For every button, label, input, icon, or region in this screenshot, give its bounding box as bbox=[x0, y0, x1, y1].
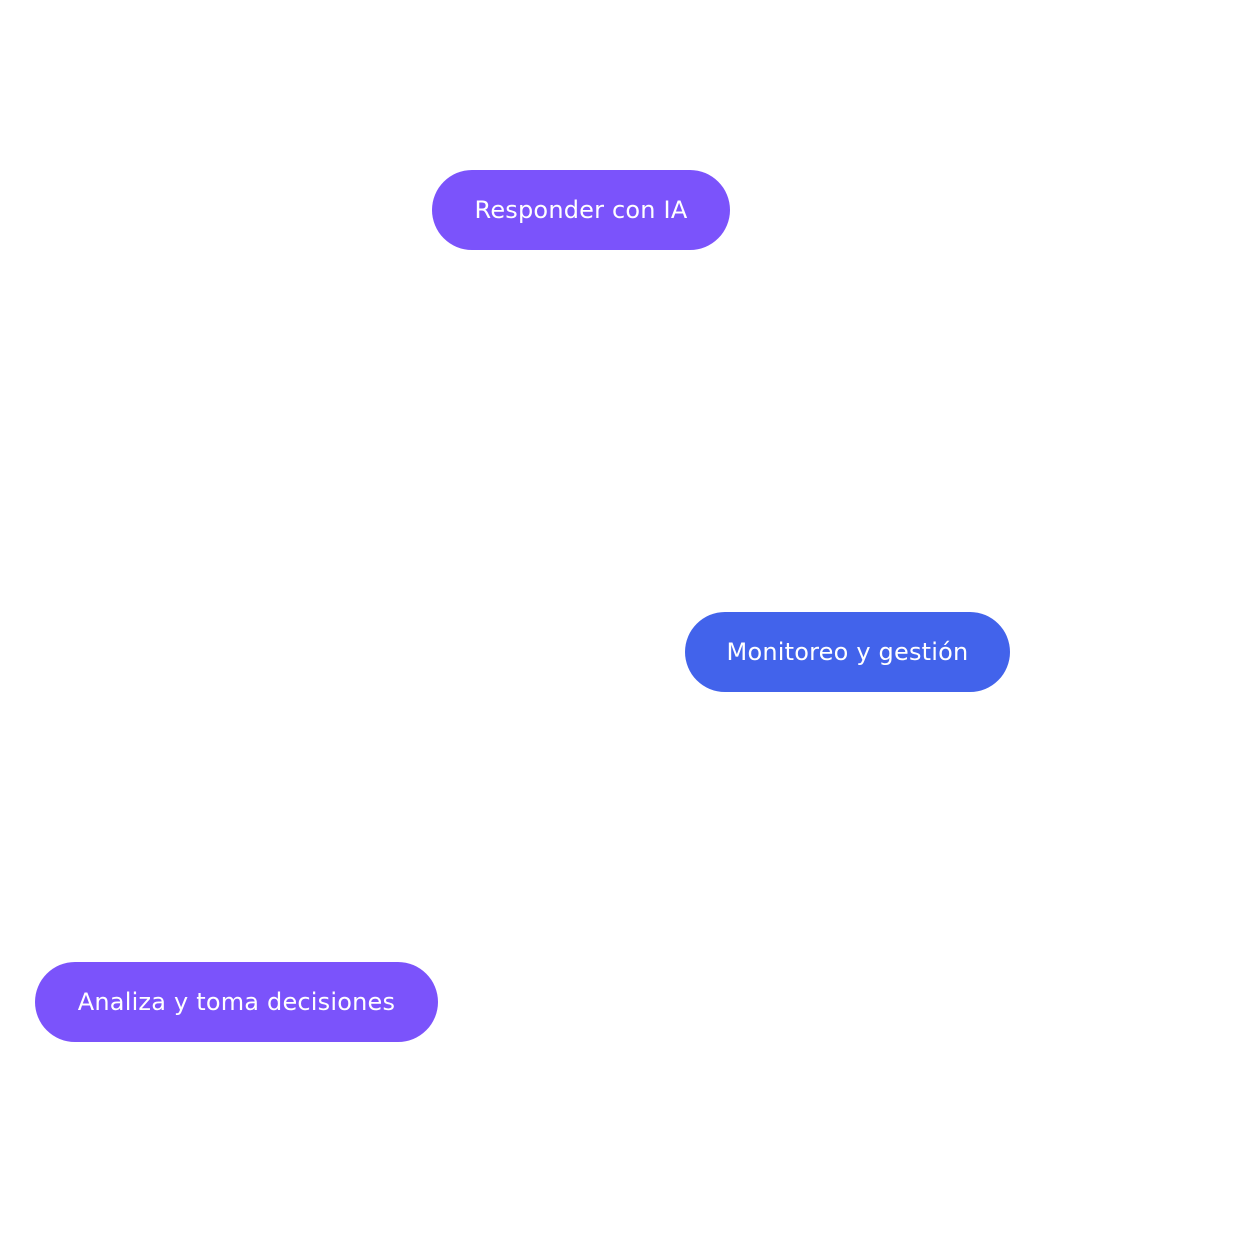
monitoreo-y-gestion-button[interactable]: Monitoreo y gestión bbox=[685, 612, 1010, 692]
analiza-y-toma-decisiones-button[interactable]: Analiza y toma decisiones bbox=[35, 962, 438, 1042]
responder-con-ia-button[interactable]: Responder con IA bbox=[432, 170, 730, 250]
